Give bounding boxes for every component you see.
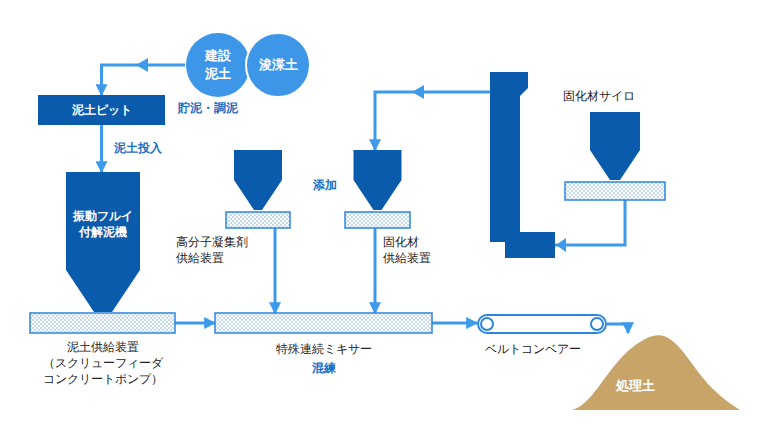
belt-outline <box>478 315 606 333</box>
hopper-shape <box>354 150 402 210</box>
node-shape <box>30 313 175 333</box>
node-shape <box>226 150 290 228</box>
node-text: 高分子凝集剤 供給装置 <box>176 234 266 266</box>
node-shape <box>185 32 251 98</box>
node-text: 泥土ピット <box>72 102 132 118</box>
material-circle <box>186 33 250 97</box>
process-node: 泥土ピット <box>38 95 165 125</box>
belt-pulley <box>591 318 603 330</box>
node-shape <box>66 172 140 312</box>
hopper-shape <box>66 172 140 312</box>
process-node: 建設 泥土 <box>185 32 251 98</box>
node-text: 固化材 供給装置 <box>383 234 441 266</box>
flow-connector <box>102 65 186 95</box>
text-holder: 浚渫土 <box>245 32 311 98</box>
node-text: 振動フルイ 付解泥機 <box>72 208 134 240</box>
node-shape <box>345 150 410 228</box>
flow-arrowhead <box>136 58 148 72</box>
material-circle <box>246 33 310 97</box>
edge-label: 泥土投入 <box>112 140 164 157</box>
flow-connector <box>374 228 377 313</box>
feeder-bar <box>226 212 290 228</box>
flow-connector <box>175 322 215 325</box>
text-holder: 泥土供給装置 （スクリューフィーダ コンクリートポンプ） <box>36 339 169 388</box>
node-shape <box>565 112 665 200</box>
silo-shape <box>590 112 640 180</box>
node-text: 建設 泥土 <box>203 47 233 82</box>
annotation-label: 添加 <box>311 177 339 194</box>
node-text: 泥土供給装置 （スクリューフィーダ コンクリートポンプ） <box>39 339 167 388</box>
text-holder: 特殊連続ミキサー <box>215 341 432 357</box>
hopper-shape <box>234 150 282 210</box>
node-text: 固化材サイロ <box>563 88 635 104</box>
node-text: ベルトコンベアー <box>485 341 581 357</box>
node-text: 混練 <box>312 360 336 376</box>
text-holder: 振動フルイ 付解泥機 <box>66 208 140 240</box>
process-node: 固化材 供給装置 <box>345 150 410 228</box>
annotation-label: 貯泥・調泥 <box>176 100 240 117</box>
soil-mound <box>572 335 740 410</box>
text-holder: 建設 泥土 <box>185 32 251 98</box>
feeder-bar <box>215 313 432 333</box>
process-node: 固化材サイロ <box>565 112 665 200</box>
flow-connector <box>274 228 277 313</box>
flow-connector <box>100 125 103 172</box>
process-node: 処理土 <box>572 333 740 411</box>
bucket-elevator <box>490 72 555 258</box>
feeder-bar <box>30 313 175 333</box>
text-holder: 泥土ピット <box>38 95 165 125</box>
node-shape <box>572 333 740 411</box>
text-holder: 処理土 <box>616 377 655 395</box>
process-node: 浚渫土 <box>245 32 311 98</box>
process-node: 振動フルイ 付解泥機 <box>66 172 140 312</box>
belt-pulley <box>481 318 493 330</box>
process-node: 特殊連続ミキサー混練 <box>215 313 432 333</box>
text-holder: ベルトコンベアー <box>485 341 581 357</box>
flow-connector <box>432 322 477 325</box>
process-node: ベルトコンベアー <box>477 314 607 334</box>
node-text: 浚渫土 <box>259 56 298 74</box>
node-shape <box>477 314 607 334</box>
process-node: 泥土供給装置 （スクリューフィーダ コンクリートポンプ） <box>30 313 175 333</box>
flow-arrowhead <box>412 85 424 99</box>
node-shape <box>215 313 432 333</box>
text-holder: 固化材サイロ <box>563 88 635 104</box>
text-holder: 混練 <box>215 360 432 376</box>
text-holder: 固化材 供給装置 <box>383 234 447 266</box>
text-holder: 高分子凝集剤 供給装置 <box>176 234 272 266</box>
feeder-bar <box>345 212 410 228</box>
node-text: 処理土 <box>616 377 655 395</box>
flow-arrowhead <box>556 238 566 252</box>
pit-box <box>38 95 165 125</box>
node-text: 特殊連続ミキサー <box>276 341 372 357</box>
flow-connector <box>607 324 628 333</box>
process-node: 高分子凝集剤 供給装置 <box>226 150 290 228</box>
feeder-bar <box>565 182 665 200</box>
